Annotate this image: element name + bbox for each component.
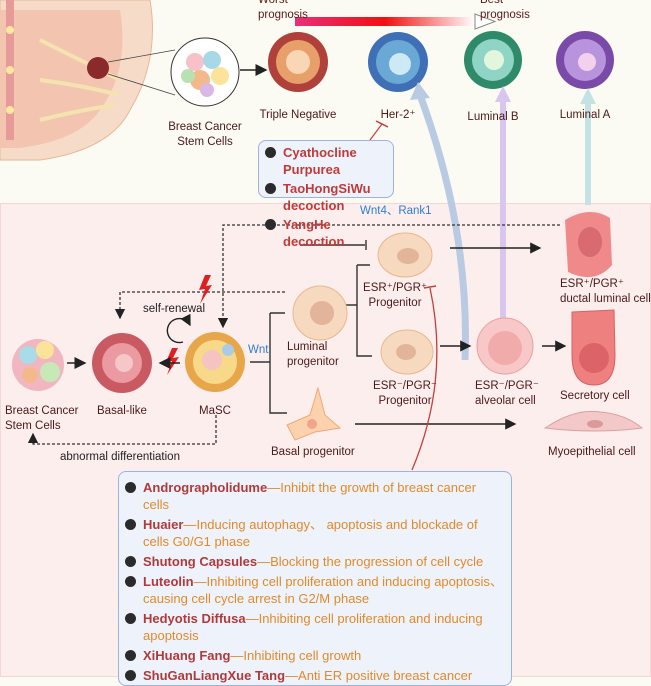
list-item: TaoHongSiWu decoction: [263, 180, 389, 214]
ductal-luminal-label: ESR⁺/PGR⁺ ductal luminal cell: [560, 278, 651, 305]
list-item: Shutong Capsules—Blocking the progressio…: [123, 553, 503, 570]
subtype-triple-negative: [268, 32, 328, 92]
alveolar-cell: [476, 317, 534, 375]
er-neg-progenitor-label: ESR⁻/PGR⁻ Progenitor: [373, 380, 437, 407]
drug-effect: Anti ER positive breast cancer: [298, 668, 473, 683]
drug-effect: Inducing autophagy、 apoptosis and blocka…: [143, 517, 478, 549]
basal-progenitor-label: Basal progenitor: [271, 446, 355, 458]
subtype-luminal-b: [464, 31, 522, 89]
list-item: Andrographolidume—Inhibit the growth of …: [123, 479, 503, 513]
subtype-label: Luminal A: [559, 109, 611, 121]
subtype-label: Her-2⁺: [380, 109, 416, 121]
arrow-to-her2: [416, 93, 469, 361]
self-renewal-label: self-renewal: [143, 303, 205, 315]
drug-name: Andrographolidume: [143, 480, 268, 495]
drug-name: Shutong Capsules: [143, 554, 258, 569]
bullet-icon: [125, 556, 136, 567]
bullet-icon: [125, 650, 136, 661]
list-item: ShuGanLiangXue Tang—Anti ER positive bre…: [123, 667, 503, 684]
drug-effect: Inhibit the growth of breast cancer cell…: [143, 480, 477, 512]
drug-name: XiHuang Fang: [143, 648, 231, 663]
stem-cells-label: Breast Cancer Stem Cells: [168, 121, 242, 148]
myoepithelial-cell: [543, 410, 644, 432]
best-prognosis-label: Best prognosis: [480, 0, 530, 21]
drug-name: TaoHongSiWu decoction: [283, 181, 371, 213]
wnt4-rank1-label: Wnt4、Rank1: [360, 205, 432, 217]
bullet-icon: [265, 147, 276, 158]
breast-illustration: [0, 0, 176, 161]
tcm-box-top: Cyathocline Purpurea TaoHongSiWu decocti…: [258, 140, 394, 249]
drug-effect: Inhibiting cell proliferation and induci…: [143, 611, 483, 643]
ductal-luminal-cell: [565, 211, 612, 278]
wnt-label: Wnt: [248, 344, 269, 356]
er-pos-progenitor-cell: [377, 232, 433, 278]
secretory-cell: [571, 309, 616, 386]
drug-name: ShuGanLiangXue Tang: [143, 668, 286, 683]
secretory-cell-label: Secretory cell: [560, 390, 630, 402]
tcm-box-bottom: Andrographolidume—Inhibit the growth of …: [118, 471, 512, 686]
subtype-luminal-a: [556, 31, 614, 89]
bullet-icon: [125, 670, 136, 681]
er-neg-progenitor-cell: [380, 329, 434, 375]
drug-effect: Blocking the progression of cell cycle: [270, 554, 484, 569]
bcsc-label: Breast Cancer Stem Cells: [5, 405, 79, 432]
lightning-icon: [166, 348, 179, 375]
drug-name: Cyathocline Purpurea: [283, 145, 357, 177]
self-renewal-arrow: [166, 313, 191, 344]
drug-name: Hedyotis Diffusa: [143, 611, 246, 626]
drug-effect: Inhibiting cell growth: [243, 648, 362, 663]
bullet-icon: [125, 576, 136, 587]
drug-name: Luteolin: [143, 574, 194, 589]
list-item: Huaier—Inducing autophagy、 apoptosis and…: [123, 516, 503, 550]
basal-progenitor-cell: [286, 386, 342, 441]
luminal-progenitor-label: Luminal progenitor: [287, 341, 339, 368]
drug-name: YangHe decoction: [283, 217, 345, 249]
abnormal-differentiation-label: abnormal differentiation: [60, 451, 180, 463]
drug-effect: Inhibiting cell proliferation and induci…: [143, 574, 503, 606]
list-item: Luteolin—Inhibiting cell proliferation a…: [123, 573, 503, 607]
subtype-label: Luminal B: [467, 111, 519, 123]
stem-cells-cluster: [181, 51, 229, 97]
myoepithelial-label: Myoepithelial cell: [548, 446, 636, 458]
er-pos-progenitor-label: ESR⁺/PGR⁺ Progenitor: [363, 282, 427, 309]
basal-like-cluster: [92, 333, 152, 393]
subtype-her2: [368, 32, 428, 92]
prognosis-arrow: [295, 13, 497, 30]
subtype-label: Triple Negative: [259, 109, 337, 121]
lightning-icon: [199, 275, 212, 304]
bullet-icon: [125, 482, 136, 493]
bullet-icon: [125, 613, 136, 624]
drug-name: Huaier: [143, 517, 184, 532]
masc-cluster: [185, 332, 245, 392]
bullet-icon: [265, 183, 276, 194]
alveolar-cell-label: ESR⁻/PGR⁻ alveolar cell: [475, 380, 539, 407]
basal-like-label: Basal-like: [97, 405, 147, 417]
list-item: XiHuang Fang—Inhibiting cell growth: [123, 647, 503, 664]
list-item: Hedyotis Diffusa—Inhibiting cell prolife…: [123, 610, 503, 644]
masc-label: MaSC: [199, 405, 231, 417]
list-item: YangHe decoction: [263, 216, 389, 250]
luminal-progenitor-cell: [292, 285, 348, 341]
worst-prognosis-label: Worst prognosis: [258, 0, 308, 21]
bcsc-cluster: [12, 339, 64, 391]
bullet-icon: [125, 519, 136, 530]
bullet-icon: [265, 219, 276, 230]
list-item: Cyathocline Purpurea: [263, 144, 389, 178]
